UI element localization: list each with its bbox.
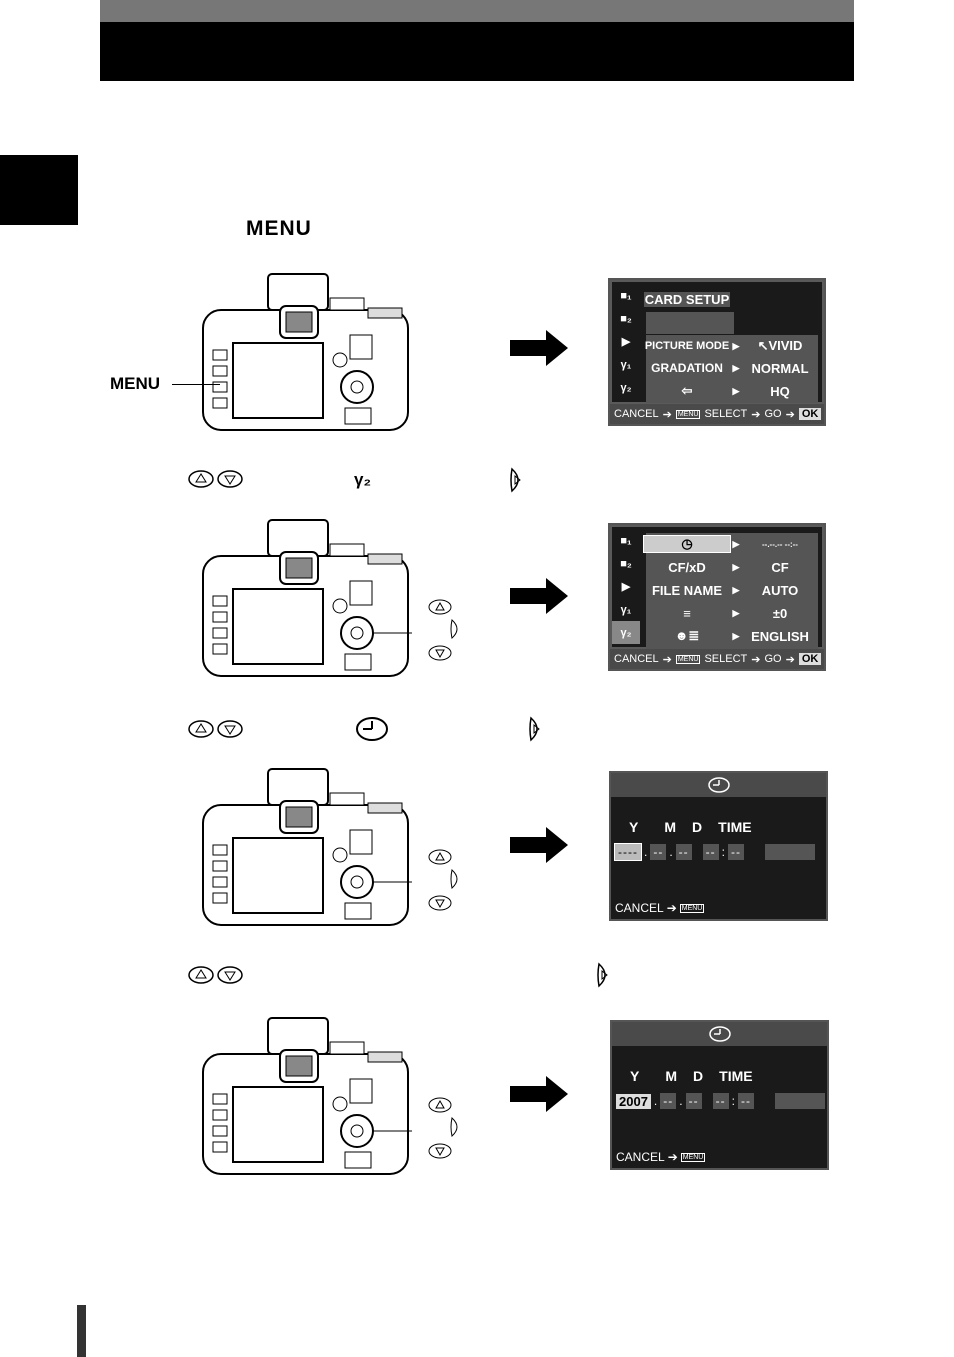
camera-back-illustration-3 [202, 768, 412, 926]
date-fields: ----. --. -- --: -- [614, 843, 816, 861]
menu-tabs: ■₁ ■₂ ▶ γ₁ γ₂ [612, 284, 640, 399]
up-down-buttons-icon [188, 720, 243, 738]
lcd-screen-date-entry-year: Y M D TIME 2007. --. -- --: -- CANCEL➔ME… [610, 1020, 829, 1170]
day-field[interactable]: -- [685, 1093, 702, 1109]
lcd-screen-shooting-menu: ■₁ ■₂ ▶ γ₁ γ₂ CARD SETUP PICTURE MODE▶ ↖… [608, 278, 826, 426]
year-field[interactable]: ---- [614, 843, 642, 861]
header-bar-top [100, 0, 854, 22]
date-fields: 2007. --. -- --: -- [616, 1093, 825, 1109]
menu-row-language[interactable]: ☻≣▶ ENGLISH [674, 628, 809, 644]
lcd-footer: CANCEL➔MENU SELECT➔ GO➔OK [610, 649, 824, 669]
tab-setup-1[interactable]: γ₁ [620, 358, 632, 371]
tab-shooting-1[interactable]: ■₁ [620, 534, 632, 547]
menu-callout-line [172, 384, 220, 385]
date-labels: Y M D TIME [629, 819, 752, 835]
menu-row-card-slot[interactable]: CF/xD▶ CF [668, 559, 789, 575]
minute-field[interactable]: -- [728, 844, 745, 860]
right-button-icon [510, 467, 521, 493]
dial-buttons-icon [428, 849, 458, 911]
menu-row-file-name[interactable]: FILE NAME▶ AUTO [651, 582, 799, 598]
tab-shooting-1[interactable]: ■₁ [620, 289, 632, 302]
clock-icon [356, 717, 388, 741]
dial-buttons-icon [428, 1097, 458, 1159]
menu-callout-label: MENU [110, 374, 161, 393]
menu-row-monitor-brightness[interactable]: ≡▶ ±0 [683, 605, 788, 621]
camera-back-illustration-4 [202, 1017, 412, 1175]
clock-icon [707, 777, 730, 793]
right-arrow-icon [510, 578, 568, 614]
right-button-icon [597, 962, 608, 988]
lcd-footer: CANCEL➔MENU [616, 1150, 706, 1164]
tab-setup-2[interactable]: γ₂ [612, 621, 640, 644]
date-labels: Y M D TIME [630, 1068, 753, 1084]
minute-field[interactable]: -- [737, 1093, 754, 1109]
menu-row-date-time[interactable]: ◷▶ --.--.-- --:-- [643, 533, 818, 555]
chapter-tab [0, 155, 78, 225]
tab-setup-2[interactable]: γ₂ [620, 381, 632, 394]
hour-field[interactable]: -- [702, 844, 719, 860]
tab-setup-1[interactable]: γ₁ [620, 603, 632, 616]
menu-row-picture-mode[interactable]: PICTURE MODE▶ ↖VIVID [644, 338, 803, 353]
up-down-buttons-icon [188, 470, 243, 488]
menu-row-quality[interactable]: ⇦▶ HQ [681, 383, 790, 399]
camera-back-illustration-2 [202, 519, 412, 677]
lcd-screen-date-entry-empty: Y M D TIME ----. --. -- --: -- CANCEL➔ME… [609, 771, 828, 921]
month-field[interactable]: -- [660, 1093, 677, 1109]
tab-shooting-2[interactable]: ■₂ [620, 557, 632, 570]
up-down-buttons-icon [188, 966, 243, 984]
tab-playback[interactable]: ▶ [621, 581, 631, 593]
right-arrow-icon [510, 827, 568, 863]
menu-row-gradation[interactable]: GRADATION▶ NORMAL [651, 360, 809, 376]
tab-shooting-2[interactable]: ■₂ [620, 312, 632, 325]
menu-button-label: MENU [246, 217, 312, 240]
clock-icon [708, 1026, 731, 1042]
page-footer-bar [77, 1305, 86, 1357]
day-field[interactable]: -- [675, 844, 692, 860]
setup-tab-2-icon: γ₂ [354, 470, 372, 489]
header-bar [100, 22, 854, 81]
right-arrow-icon [510, 330, 568, 366]
lcd-screen-setup-menu: ■₁ ■₂ ▶ γ₁ γ₂ ◷▶ --.--.-- --:-- CF/xD▶ C… [608, 523, 826, 671]
lcd-footer: CANCEL➔MENU SELECT➔ GO➔OK [610, 404, 824, 424]
tab-playback[interactable]: ▶ [621, 336, 631, 348]
camera-back-illustration-1 [202, 273, 409, 431]
right-button-icon [529, 716, 540, 742]
right-arrow-icon [510, 1076, 568, 1112]
menu-tabs: ■₁ ■₂ ▶ γ₁ γ₂ [612, 529, 640, 644]
month-field[interactable]: -- [650, 844, 667, 860]
year-field[interactable]: 2007 [616, 1093, 651, 1109]
lcd-footer: CANCEL➔MENU [615, 901, 705, 915]
dial-buttons-icon [428, 599, 458, 661]
hour-field[interactable]: -- [712, 1093, 729, 1109]
menu-row-card-setup[interactable]: CARD SETUP [644, 291, 730, 307]
